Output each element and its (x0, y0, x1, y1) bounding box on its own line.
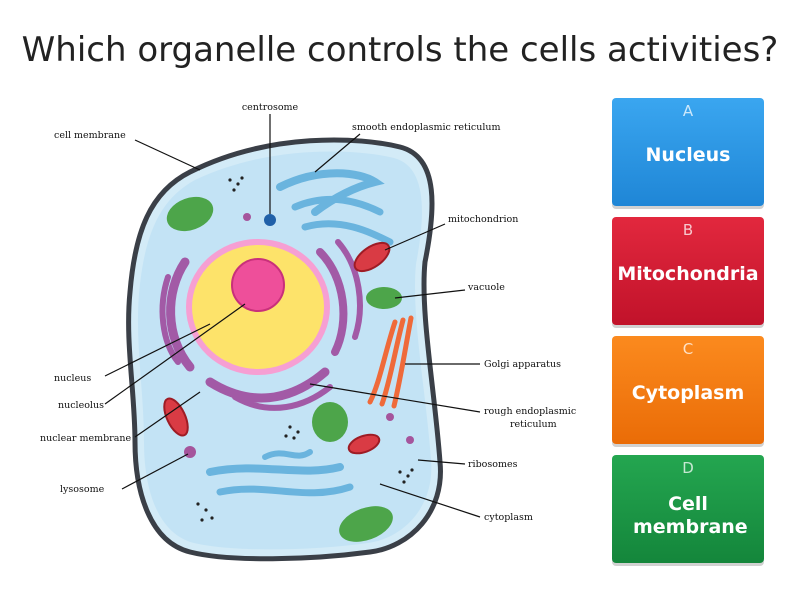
label-nuclear-membrane: nuclear membrane (40, 433, 131, 444)
answer-c-button[interactable]: C Cytoplasm (612, 336, 764, 444)
answer-a-button[interactable]: A Nucleus (612, 98, 764, 206)
label-rough-er-line1: rough endoplasmic (484, 406, 576, 417)
answer-a-text: Nucleus (645, 143, 731, 166)
label-vacuole: vacuole (467, 282, 505, 293)
animal-cell-diagram: centrosome cell membrane smooth endoplas… (40, 92, 600, 592)
label-lysosome: lysosome (60, 484, 105, 495)
label-nucleolus: nucleolus (58, 400, 104, 411)
label-cytoplasm: cytoplasm (484, 512, 533, 523)
label-mitochondrion: mitochondrion (448, 214, 518, 225)
answer-b-text: Mitochondria (617, 262, 759, 285)
answer-d-text: Cell membrane (633, 492, 748, 538)
label-ribosomes: ribosomes (468, 459, 518, 470)
answer-c-text: Cytoplasm (631, 381, 745, 404)
label-centrosome: centrosome (242, 102, 299, 113)
answer-d-button[interactable]: D Cell membrane (612, 455, 764, 563)
label-cell-membrane: cell membrane (54, 130, 126, 141)
label-smooth-er: smooth endoplasmic reticulum (352, 122, 501, 133)
question-title: Which organelle controls the cells activ… (21, 30, 779, 70)
answer-c-letter: C (682, 340, 694, 358)
nucleolus-shape (231, 258, 285, 312)
label-golgi: Golgi apparatus (484, 359, 561, 370)
answer-b-letter: B (682, 221, 694, 239)
label-rough-er-line2: reticulum (510, 419, 557, 430)
label-nucleus: nucleus (54, 373, 91, 384)
answer-b-button[interactable]: B Mitochondria (612, 217, 764, 325)
answer-d-letter: D (682, 459, 694, 477)
answer-a-letter: A (682, 102, 694, 120)
